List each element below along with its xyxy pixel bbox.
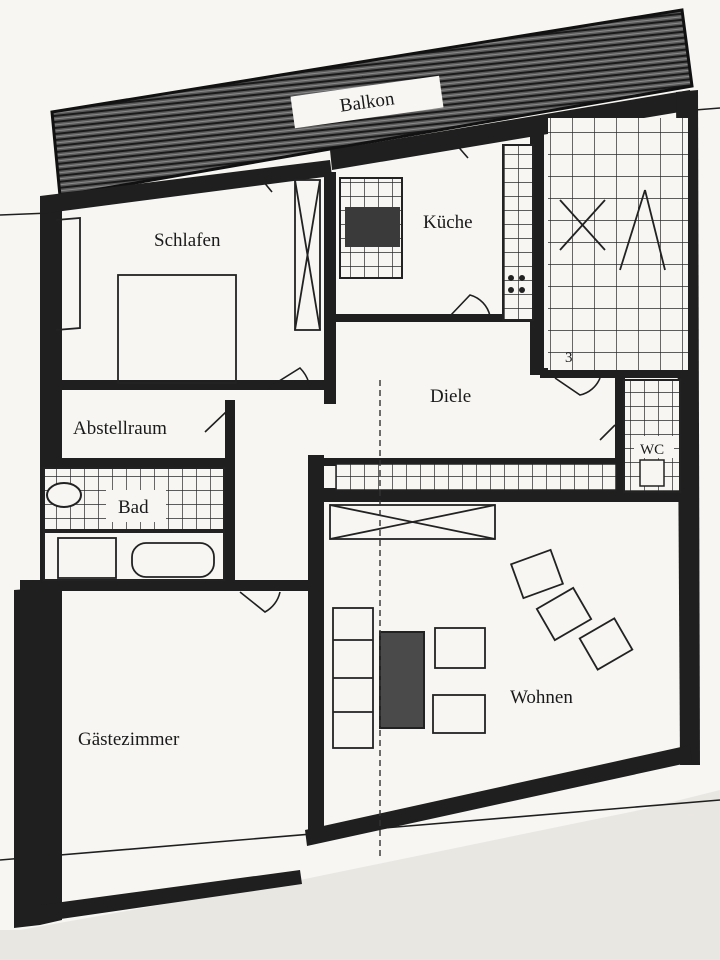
schlafen-label: Schlafen xyxy=(154,230,221,251)
living-furniture xyxy=(332,548,634,749)
balcony-label-box xyxy=(290,75,444,129)
stair-number: 3 xyxy=(565,350,573,366)
kitchen-fixtures xyxy=(339,144,534,321)
wc-fixtures xyxy=(623,379,681,493)
kueche-label: Küche xyxy=(423,212,473,233)
hall-cupboard xyxy=(335,463,617,491)
bedroom-furniture xyxy=(55,179,321,384)
outer-walls xyxy=(14,90,700,928)
living-wardrobe xyxy=(329,504,496,540)
interior-walls xyxy=(20,130,690,840)
stairwell-tiles xyxy=(548,118,688,370)
gaestezimmer-label: Gästezimmer xyxy=(78,729,180,750)
stair-marks xyxy=(559,189,666,271)
bath-fixtures xyxy=(43,467,225,581)
wc-label: WC xyxy=(640,442,664,458)
wohnen-label: Wohnen xyxy=(510,687,573,708)
diele-label: Diele xyxy=(430,386,471,407)
abstellraum-label: Abstellraum xyxy=(73,418,167,439)
bad-label: Bad xyxy=(118,497,149,518)
door-swings xyxy=(204,134,616,613)
